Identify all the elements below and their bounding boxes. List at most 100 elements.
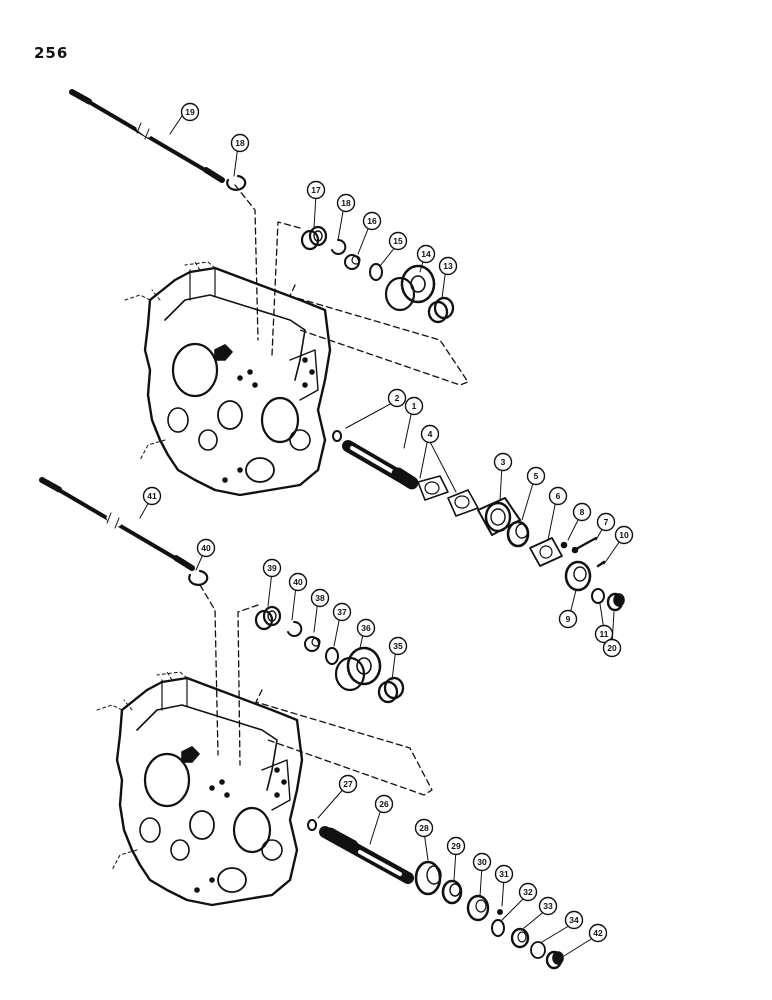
- callout-30: 30: [472, 852, 492, 872]
- pin-31: [496, 908, 503, 915]
- svg-text:40: 40: [201, 543, 211, 553]
- cap-screw-7: [571, 536, 598, 554]
- callouts: 19 18 17 18 16 15 14 13 2 1 4 3 5 6 8 7 …: [142, 102, 634, 943]
- svg-text:41: 41: [147, 491, 157, 501]
- svg-text:27: 27: [343, 779, 353, 789]
- callout-11: 11: [594, 624, 614, 644]
- svg-text:37: 37: [337, 607, 347, 617]
- svg-text:4: 4: [428, 429, 433, 439]
- svg-text:13: 13: [443, 261, 453, 271]
- bushing-2: [332, 430, 343, 442]
- lower-transmission-housing: [96, 671, 304, 907]
- callout-33: 33: [538, 896, 558, 916]
- key-10: [596, 560, 606, 568]
- washer-32: [491, 919, 505, 937]
- o-ring-34: [530, 941, 546, 959]
- gasket-4: [417, 475, 479, 517]
- retainer-6: [529, 537, 563, 567]
- gear-35: [377, 676, 405, 704]
- svg-text:8: 8: [580, 507, 585, 517]
- pinion-shaft-1: [342, 440, 419, 490]
- callout-18-upper: 18: [230, 133, 250, 153]
- svg-text:42: 42: [593, 928, 603, 938]
- svg-text:18: 18: [235, 138, 245, 148]
- svg-text:20: 20: [607, 643, 617, 653]
- callout-36: 36: [356, 618, 376, 638]
- svg-text:6: 6: [556, 491, 561, 501]
- nut-20: [606, 592, 625, 612]
- svg-text:14: 14: [421, 249, 431, 259]
- callout-32: 32: [518, 882, 538, 902]
- page-number: 256: [34, 44, 69, 62]
- bushing-27: [307, 819, 318, 831]
- svg-text:5: 5: [534, 471, 539, 481]
- svg-text:18: 18: [341, 198, 351, 208]
- shaft-19: [69, 89, 225, 183]
- callout-14: 14: [416, 244, 436, 264]
- svg-text:19: 19: [185, 107, 195, 117]
- callout-2: 2: [387, 388, 407, 408]
- svg-text:7: 7: [604, 517, 609, 527]
- snap-ring-40-lower: [188, 569, 209, 586]
- bearing-5: [506, 520, 530, 548]
- callout-28: 28: [414, 818, 434, 838]
- bevel-pinion-9: [564, 560, 592, 592]
- upper-hidden-line-2: [271, 221, 301, 356]
- svg-text:39: 39: [267, 563, 277, 573]
- svg-text:30: 30: [477, 857, 487, 867]
- svg-text:3: 3: [501, 457, 506, 467]
- snap-ring-18-upper: [226, 174, 247, 191]
- callout-8: 8: [572, 502, 592, 522]
- callout-17: 17: [306, 180, 326, 200]
- svg-text:2: 2: [395, 393, 400, 403]
- svg-text:28: 28: [419, 823, 429, 833]
- callout-6: 6: [548, 486, 568, 506]
- callout-4: 4: [420, 424, 440, 444]
- callout-40-lower: 40: [196, 538, 216, 558]
- lower-hidden-line-3: [255, 689, 433, 796]
- bearing-29: [441, 879, 463, 905]
- svg-text:15: 15: [393, 236, 403, 246]
- gear-13: [427, 296, 455, 324]
- callout-3: 3: [493, 452, 513, 472]
- callout-9: 9: [558, 609, 578, 629]
- svg-text:31: 31: [499, 869, 509, 879]
- callout-5: 5: [526, 466, 546, 486]
- lower-hidden-line-2: [237, 604, 259, 766]
- bearing-cup-28: [414, 860, 442, 896]
- svg-text:35: 35: [393, 641, 403, 651]
- callout-18: 18: [336, 193, 356, 213]
- spacer-16: [344, 254, 361, 270]
- callout-42: 42: [588, 923, 608, 943]
- callout-7: 7: [596, 512, 616, 532]
- svg-text:26: 26: [379, 799, 389, 809]
- washer-15: [369, 263, 383, 281]
- callout-16: 16: [362, 211, 382, 231]
- lower-hidden-line-1: [199, 584, 219, 756]
- callout-40: 40: [288, 572, 308, 592]
- svg-text:10: 10: [619, 530, 629, 540]
- callout-29: 29: [446, 836, 466, 856]
- seal-33: [510, 927, 530, 949]
- callout-39: 39: [262, 558, 282, 578]
- snap-ring-18: [331, 238, 347, 255]
- callout-34: 34: [564, 910, 584, 930]
- retainer-30: [466, 894, 490, 922]
- callout-13: 13: [438, 256, 458, 276]
- callout-27: 27: [338, 774, 358, 794]
- svg-text:17: 17: [311, 185, 321, 195]
- callout-1: 1: [404, 396, 424, 416]
- svg-text:9: 9: [566, 614, 571, 624]
- callout-38: 38: [310, 588, 330, 608]
- shaft-41: [39, 477, 195, 571]
- callout-15: 15: [388, 231, 408, 251]
- leader-lines: [139, 115, 623, 957]
- shaft-26: [319, 826, 414, 884]
- bearing-39: [254, 605, 282, 631]
- callout-37: 37: [332, 602, 352, 622]
- spacer-38: [304, 636, 321, 652]
- callout-19: 19: [180, 102, 200, 122]
- svg-text:36: 36: [361, 623, 371, 633]
- svg-text:29: 29: [451, 841, 461, 851]
